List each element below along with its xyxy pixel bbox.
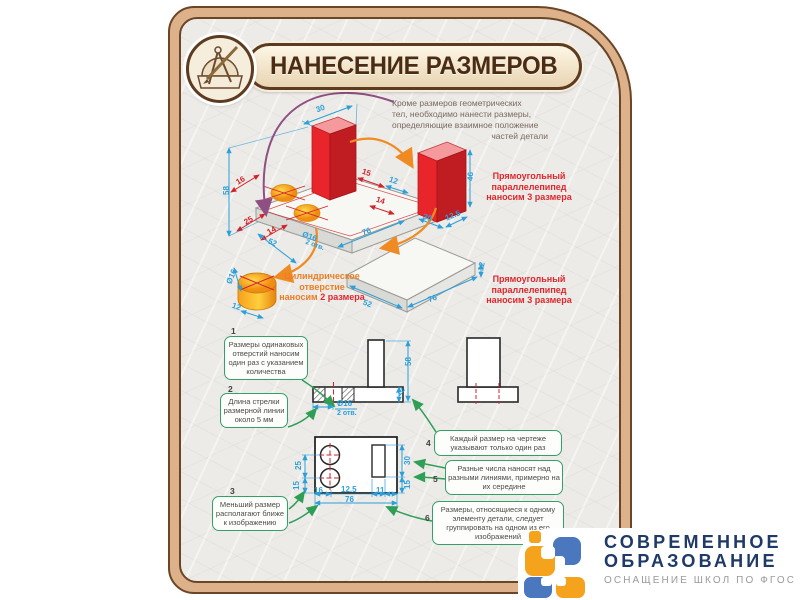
logo-line-2: ОБРАЗОВАНИЕ xyxy=(604,551,778,571)
intro-text: Кроме размеров геометрических тел, необх… xyxy=(392,98,564,142)
dim-plate-12: 12 xyxy=(476,261,487,272)
poster-title: НАНЕСЕНИЕ РАЗМЕРОВ xyxy=(270,52,558,80)
dim-top-15-left: 15 xyxy=(291,481,301,490)
intro-line: частей детали xyxy=(491,131,548,141)
dim-top-16: 16 xyxy=(314,486,323,495)
header-badge xyxy=(186,35,254,103)
dim-front-58: 58 xyxy=(403,357,413,366)
label-parallelepiped-bottom: Прямоугольный параллелепипед наносим 3 р… xyxy=(486,274,572,305)
dim-top-25: 25 xyxy=(293,461,303,470)
dim-top-15-right: 15 xyxy=(402,480,412,489)
intro-line: определяющие взаимное положение xyxy=(392,120,539,130)
dim-top-12-5: 12.5 xyxy=(341,485,357,494)
note-box-2: Длина стрелки размерной линии около 5 мм xyxy=(220,393,288,428)
note-number: 4 xyxy=(426,438,431,448)
logo-line-1: СОВРЕМЕННОЕ xyxy=(604,532,782,552)
dim-front-hole-count: 2 отв. xyxy=(337,410,357,417)
intro-line: Кроме размеров геометрических xyxy=(392,98,522,108)
note-box-3: Меньший размер располагают ближе к изобр… xyxy=(212,496,288,531)
dim-top-11: 11 xyxy=(376,486,385,495)
note-number: 1 xyxy=(231,326,236,336)
label-cylindrical-hole: Цилиндрическое отверстие наносим 2 разме… xyxy=(279,271,365,302)
intro-line: тел, необходимо нанести размеры, xyxy=(392,109,532,119)
note-number: 2 xyxy=(228,384,233,394)
note-number: 6 xyxy=(425,513,430,523)
note-box-1: Размеры одинаковых отверстий наносим оди… xyxy=(224,336,308,380)
note-box-5: Разные числа наносят над разными линиями… xyxy=(445,460,563,495)
dim-top-30: 30 xyxy=(402,456,412,465)
dim-iso-58: 58 xyxy=(221,186,231,195)
dim-top-76: 76 xyxy=(345,495,354,504)
note-number: 5 xyxy=(433,474,438,484)
logo-text: СОВРЕМЕННОЕ ОБРАЗОВАНИЕ ОСНАЩЕНИЕ ШКОЛ П… xyxy=(604,532,797,587)
dim-box-46: 46 xyxy=(465,171,476,182)
label-parallelepiped-top: Прямоугольный параллелепипед наносим 3 р… xyxy=(486,171,572,202)
note-box-4: Каждый размер на чертеже указывают тольк… xyxy=(434,430,562,456)
compass-protractor-icon xyxy=(197,45,243,89)
logo-subtitle: ОСНАЩЕНИЕ ШКОЛ ПО ФГОС xyxy=(604,575,797,586)
poster-title-banner: НАНЕСЕНИЕ РАЗМЕРОВ xyxy=(246,43,582,90)
note-number: 3 xyxy=(230,486,235,496)
dim-front-hole-dia: Ø16 xyxy=(337,399,353,408)
